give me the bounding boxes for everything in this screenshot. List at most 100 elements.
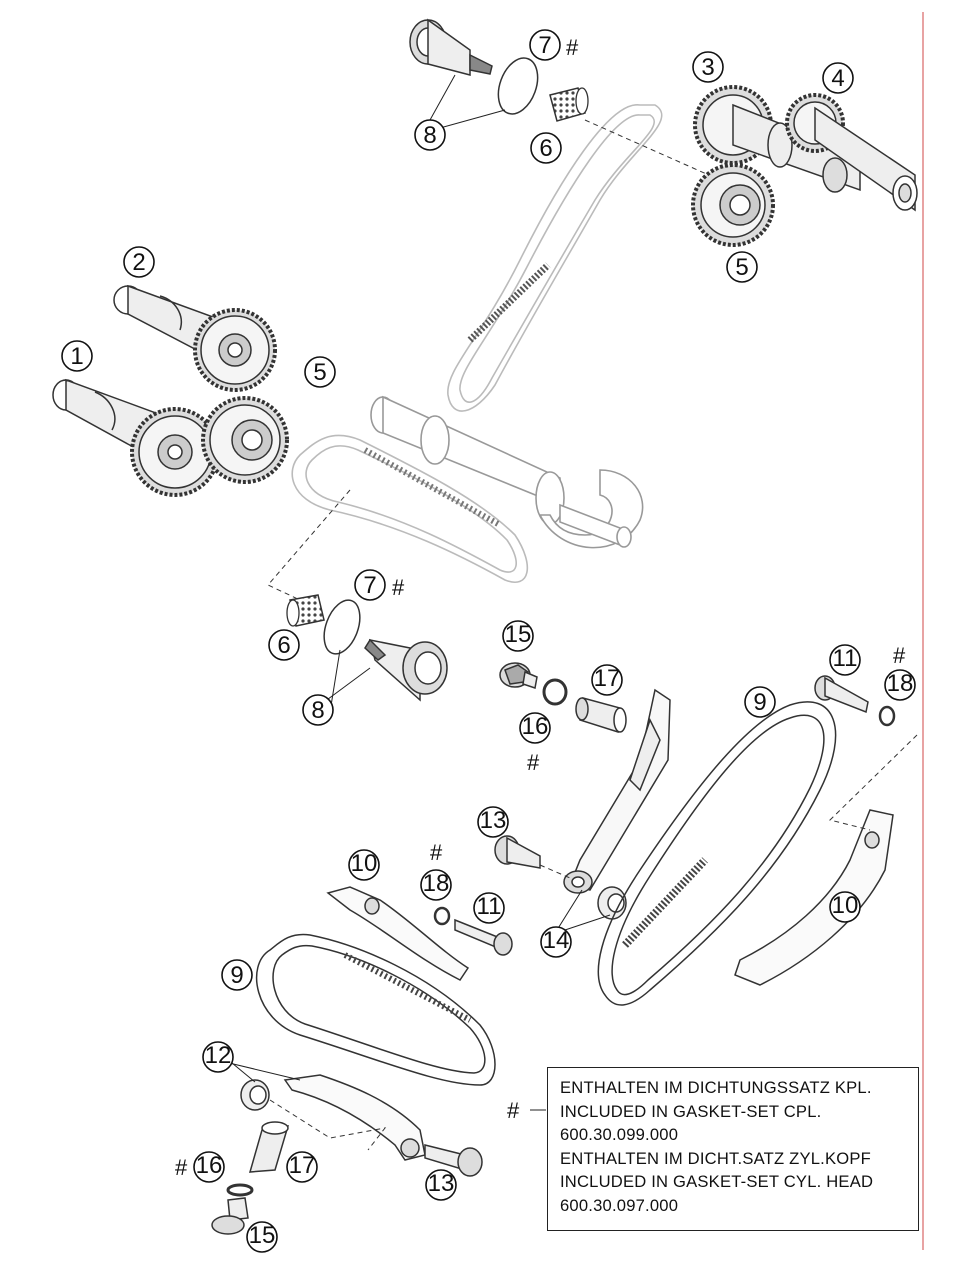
callout-circle bbox=[829, 891, 861, 923]
tensioner-17-lower bbox=[248, 1121, 290, 1173]
idler-gear-5-left bbox=[201, 396, 289, 484]
camshaft-1 bbox=[52, 378, 220, 497]
callout-c18a: 18 bbox=[884, 669, 916, 701]
callout-c11b: 11 bbox=[473, 892, 505, 924]
callout-circle bbox=[530, 132, 562, 164]
o-ring-7-lower bbox=[323, 599, 361, 655]
callout-c6b: 6 bbox=[530, 132, 562, 164]
callout-c11a: 11 bbox=[829, 644, 861, 676]
callout-c16b: 16 bbox=[193, 1151, 225, 1183]
note-line-4: ENTHALTEN IM DICHT.SATZ ZYL.KOPF bbox=[560, 1148, 871, 1168]
callout-label: 16 bbox=[196, 1152, 223, 1179]
callout-circle bbox=[286, 1151, 318, 1183]
callout-c9a: 9 bbox=[744, 686, 776, 718]
callout-circle bbox=[591, 664, 623, 696]
callout-c5b: 5 bbox=[726, 251, 758, 283]
callout-label: 11 bbox=[477, 893, 502, 920]
needle-bearing-6-lower bbox=[286, 594, 325, 627]
callout-c2: 2 bbox=[123, 246, 155, 278]
washer-16-upper bbox=[542, 678, 568, 706]
callout-circle bbox=[354, 569, 386, 601]
callout-c7b: 7 bbox=[354, 569, 386, 601]
bolt-11-left bbox=[454, 918, 513, 956]
callout-c8b: 8 bbox=[302, 694, 334, 726]
callout-label: 9 bbox=[230, 962, 243, 989]
callout-c17a: 17 bbox=[591, 664, 623, 696]
gear-2 bbox=[193, 308, 277, 392]
lower-left-timing-chain bbox=[291, 434, 529, 583]
callout-label: 3 bbox=[701, 54, 714, 81]
hash-marker-18-left: # bbox=[430, 840, 443, 865]
callout-label: 13 bbox=[480, 807, 507, 834]
callout-label: 6 bbox=[539, 135, 552, 162]
callout-circle bbox=[304, 356, 336, 388]
o-ring-7-upper bbox=[497, 57, 539, 115]
callout-circle bbox=[884, 669, 916, 701]
callout-label: 12 bbox=[205, 1042, 232, 1069]
callout-c10a: 10 bbox=[348, 849, 380, 881]
callout-label: 17 bbox=[594, 665, 621, 692]
upper-timing-chain bbox=[447, 104, 663, 412]
callout-circle bbox=[420, 869, 452, 901]
note-line-3: 600.30.099.000 bbox=[560, 1125, 679, 1144]
washer-16-lower bbox=[226, 1183, 254, 1197]
callout-label: 18 bbox=[887, 670, 914, 697]
callout-c12: 12 bbox=[202, 1041, 234, 1073]
callout-label: 4 bbox=[831, 65, 844, 92]
screw-plug-15-lower bbox=[211, 1197, 249, 1235]
idler-shaft-upper bbox=[409, 18, 493, 76]
callout-circle bbox=[477, 806, 509, 838]
callout-c8a: 8 bbox=[414, 119, 446, 151]
hash-marker-16-lower: # bbox=[175, 1155, 188, 1180]
callout-label: 5 bbox=[313, 359, 326, 386]
tensioner-rail-bottom bbox=[283, 1074, 426, 1161]
callout-label: 7 bbox=[538, 32, 551, 59]
callout-circle bbox=[692, 51, 724, 83]
callout-label: 13 bbox=[428, 1170, 455, 1197]
callout-label: 8 bbox=[311, 697, 324, 724]
callout-circle bbox=[519, 712, 551, 744]
camshaft-2 bbox=[113, 284, 277, 392]
callout-label: 9 bbox=[753, 689, 766, 716]
callout-c6a: 6 bbox=[268, 629, 300, 661]
callout-c17b: 17 bbox=[286, 1151, 318, 1183]
callout-label: 16 bbox=[522, 713, 549, 740]
callout-c14: 14 bbox=[540, 926, 572, 958]
callout-label: 17 bbox=[289, 1152, 316, 1179]
callout-circle bbox=[822, 62, 854, 94]
callout-circle bbox=[193, 1151, 225, 1183]
screw-plug-15-upper bbox=[499, 662, 538, 689]
callout-c1: 1 bbox=[61, 340, 93, 372]
callout-circle bbox=[268, 629, 300, 661]
callout-circle bbox=[473, 892, 505, 924]
hash-marker-7-lower: # bbox=[392, 575, 405, 600]
callout-label: 15 bbox=[505, 621, 532, 648]
callout-label: 11 bbox=[833, 645, 858, 672]
gasket-set-note: ENTHALTEN IM DICHTUNGSSATZ KPL. INCLUDED… bbox=[547, 1067, 919, 1231]
callout-c18b: 18 bbox=[420, 869, 452, 901]
callout-label: 14 bbox=[543, 927, 570, 954]
needle-bearing-6-upper bbox=[549, 87, 589, 122]
callout-circle bbox=[744, 686, 776, 718]
note-line-2: INCLUDED IN GASKET-SET CPL. bbox=[560, 1101, 822, 1121]
page-edge-line bbox=[922, 12, 924, 1250]
callout-c13b: 13 bbox=[425, 1169, 457, 1201]
collar-screw-13-lower bbox=[424, 1144, 483, 1177]
callout-label: 2 bbox=[132, 249, 145, 276]
callout-circle bbox=[425, 1169, 457, 1201]
washer-18-right bbox=[878, 705, 896, 727]
note-line-1: ENTHALTEN IM DICHTUNGSSATZ KPL. bbox=[560, 1078, 872, 1097]
callout-c4: 4 bbox=[822, 62, 854, 94]
idler-gear-5-right bbox=[691, 163, 775, 247]
callout-circle bbox=[123, 246, 155, 278]
tensioner-rail-14 bbox=[563, 688, 671, 920]
washer-18-left bbox=[433, 906, 451, 926]
callout-circle bbox=[829, 644, 861, 676]
callout-label: 10 bbox=[351, 850, 378, 877]
note-hash-marker: # bbox=[507, 1098, 520, 1123]
timing-chain-9-left bbox=[255, 933, 496, 1086]
timing-chain-9-right bbox=[597, 701, 837, 1006]
callout-label: 7 bbox=[363, 572, 376, 599]
